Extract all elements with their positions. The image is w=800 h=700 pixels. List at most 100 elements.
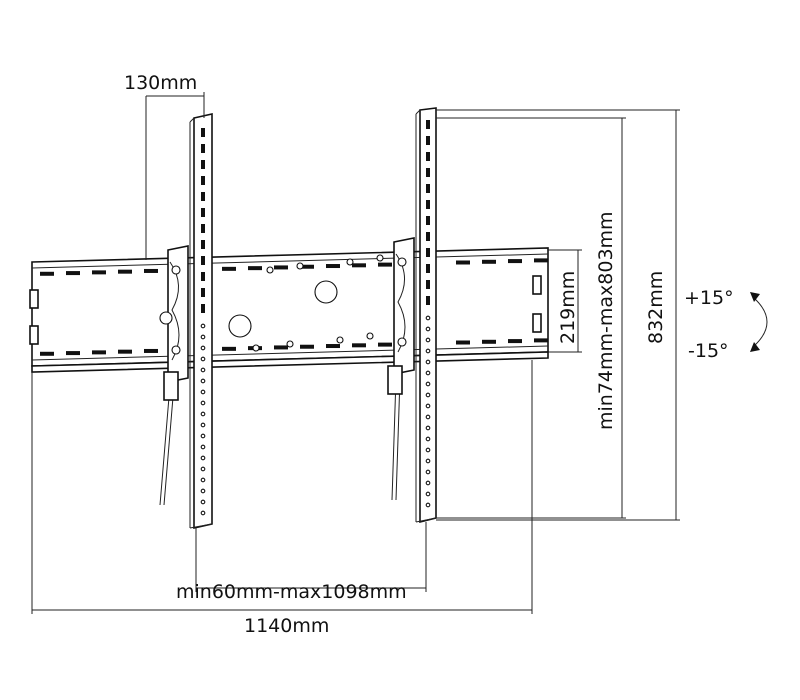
- arm-hole: [200, 488, 206, 494]
- wall-plate-slot: [508, 339, 522, 344]
- horizontal-range-label: min60mm-max1098mm: [176, 581, 407, 603]
- wall-plate-slot: [274, 345, 288, 350]
- wall-plate-slot: [222, 346, 236, 351]
- wall-plate-slot: [352, 343, 366, 348]
- wall-plate-large-hole: [228, 314, 252, 338]
- arm-hole: [200, 466, 206, 472]
- arm-slot: [201, 272, 205, 281]
- left-arm-knob: [159, 311, 173, 325]
- wall-plate-slot: [92, 270, 106, 275]
- tilt-arrow-head-down-icon: [750, 342, 760, 352]
- dimension-total-width: 1140mm: [31, 360, 533, 637]
- wall-plate-small-hole: [366, 332, 374, 340]
- arm-hole: [425, 315, 431, 321]
- right-arm: [387, 107, 437, 524]
- arm-slot: [201, 176, 205, 185]
- wall-plate-slot: [300, 344, 314, 349]
- arm-hole: [200, 411, 206, 417]
- wall-plate-slot: [508, 259, 522, 264]
- arm-hole: [200, 323, 206, 329]
- arm-slot: [426, 136, 430, 145]
- arm-slot: [426, 296, 430, 305]
- arm-slot: [201, 256, 205, 265]
- wall-plate-slot: [378, 342, 392, 347]
- arm-hole: [425, 326, 431, 332]
- arm-slot: [201, 304, 205, 313]
- wall-plate-slot: [118, 349, 132, 354]
- arm-slot: [426, 264, 430, 273]
- arm-slot: [426, 248, 430, 257]
- wall-plate-small-hole: [252, 344, 260, 352]
- wall-plate-slot: [40, 351, 54, 356]
- arm-slot: [201, 128, 205, 137]
- arm-slot: [426, 216, 430, 225]
- wall-plate-slot: [144, 268, 158, 273]
- total-width-label: 1140mm: [244, 615, 329, 637]
- arm-slot: [426, 120, 430, 129]
- arm-slot: [426, 168, 430, 177]
- arm-slot: [201, 240, 205, 249]
- arm-slot: [426, 200, 430, 209]
- wall-plate-slot: [456, 340, 470, 345]
- tilt-arrow-head-up-icon: [750, 292, 760, 302]
- wall-plate-small-hole: [286, 340, 294, 348]
- right-arm-holes: [425, 315, 431, 508]
- wall-plate-small-hole: [336, 336, 344, 344]
- wall-plate-slot: [118, 269, 132, 274]
- wall-plate-slot: [482, 259, 496, 264]
- wall-plate-slot: [534, 258, 548, 263]
- wall-plate-slot: [66, 351, 80, 356]
- arm-hole: [200, 367, 206, 373]
- arm-hole: [200, 400, 206, 406]
- wall-plate-slot: [92, 350, 106, 355]
- arm-hole: [425, 458, 431, 464]
- arm-hole: [200, 345, 206, 351]
- arm-hole: [200, 499, 206, 505]
- tilt-indicator: +15° -15°: [684, 287, 768, 362]
- arm-hole: [425, 414, 431, 420]
- arm-slot: [201, 144, 205, 153]
- rail-height-label: 219mm: [557, 271, 579, 344]
- wall-plate-slot: [300, 264, 314, 269]
- arm-slot: [426, 280, 430, 289]
- left-arm-holes: [200, 323, 206, 516]
- wall-plate-slot: [66, 271, 80, 276]
- arm-hole: [425, 469, 431, 475]
- arm-hole: [200, 510, 206, 516]
- dimension-rail-height: 219mm: [548, 249, 582, 353]
- dimension-horizontal-range: min60mm-max1098mm: [176, 522, 427, 603]
- wall-plate-small-holes: [252, 254, 384, 352]
- arm-hole: [425, 491, 431, 497]
- wall-plate-bottom-slots: [40, 338, 548, 356]
- arm-slot: [426, 232, 430, 241]
- arm-hole: [425, 502, 431, 508]
- wall-plate-slot: [144, 348, 158, 353]
- wall-plate-slot: [534, 338, 548, 343]
- dimension-arm-height: 832mm: [436, 109, 680, 521]
- arm-hole: [425, 403, 431, 409]
- arm-slot: [426, 152, 430, 161]
- tilt-arrow-icon: [753, 297, 768, 347]
- wall-plate-slot: [326, 264, 340, 269]
- arm-slot: [201, 208, 205, 217]
- arm-hole: [200, 455, 206, 461]
- arm-hole: [200, 356, 206, 362]
- arm-hole: [425, 480, 431, 486]
- wall-plate-slot: [378, 262, 392, 267]
- arm-height-label: 832mm: [645, 271, 667, 344]
- wall-plate: [29, 247, 549, 373]
- arm-hole: [425, 436, 431, 442]
- arm-hole: [425, 381, 431, 387]
- dimension-arm-depth: 130mm: [124, 72, 205, 260]
- wall-plate-slot: [326, 344, 340, 349]
- wall-plate-top-slots: [40, 258, 548, 276]
- dimension-vertical-range: min74mm-max803mm: [436, 117, 626, 519]
- arm-hole: [200, 422, 206, 428]
- arm-hole: [425, 392, 431, 398]
- wall-plate-small-hole: [376, 254, 384, 262]
- arm-slot: [201, 288, 205, 297]
- arm-slot: [201, 160, 205, 169]
- wall-plate-small-hole: [296, 262, 304, 270]
- arm-hole: [425, 359, 431, 365]
